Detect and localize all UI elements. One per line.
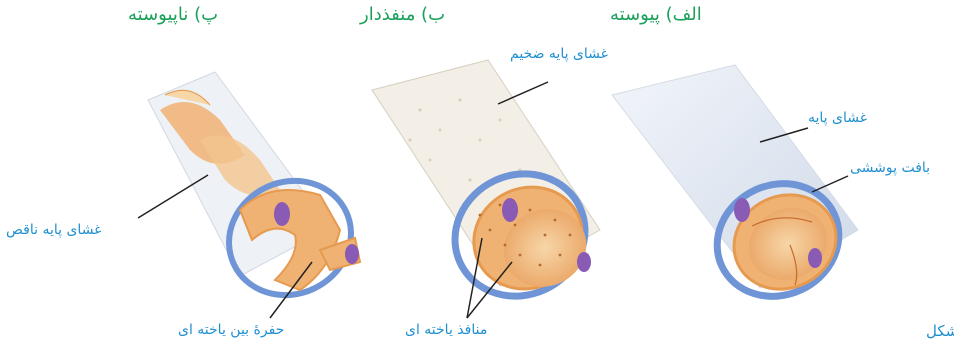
label-thick-basement-membrane: غشای پایه ضخیم xyxy=(510,46,608,62)
nucleus xyxy=(808,248,822,268)
title-discontinuous: پ) ناپیوسته xyxy=(128,4,218,25)
label-cellular-pores: منافذ یاخته ای xyxy=(405,322,487,338)
nucleus xyxy=(734,198,750,222)
discontinuous-capillary xyxy=(138,72,370,318)
nucleus xyxy=(345,244,359,264)
fenestrated-capillary xyxy=(372,60,605,318)
title-continuous: الف) پیوسته xyxy=(610,4,702,25)
title-fenestrated: ب) منفذدار xyxy=(360,4,445,25)
nucleus xyxy=(502,198,518,222)
continuous-capillary xyxy=(612,65,858,316)
nucleus xyxy=(274,202,290,226)
nucleus xyxy=(577,252,591,272)
figure-caption: شکل xyxy=(926,322,954,340)
label-epithelial-tissue: بافت پوششی xyxy=(850,160,930,176)
label-intercellular-gap: حفرهٔ بین یاخته ای xyxy=(178,322,284,338)
label-basement-membrane: غشای پایه xyxy=(808,110,867,126)
label-incomplete-basement-membrane: غشای پایه ناقص xyxy=(6,222,102,238)
